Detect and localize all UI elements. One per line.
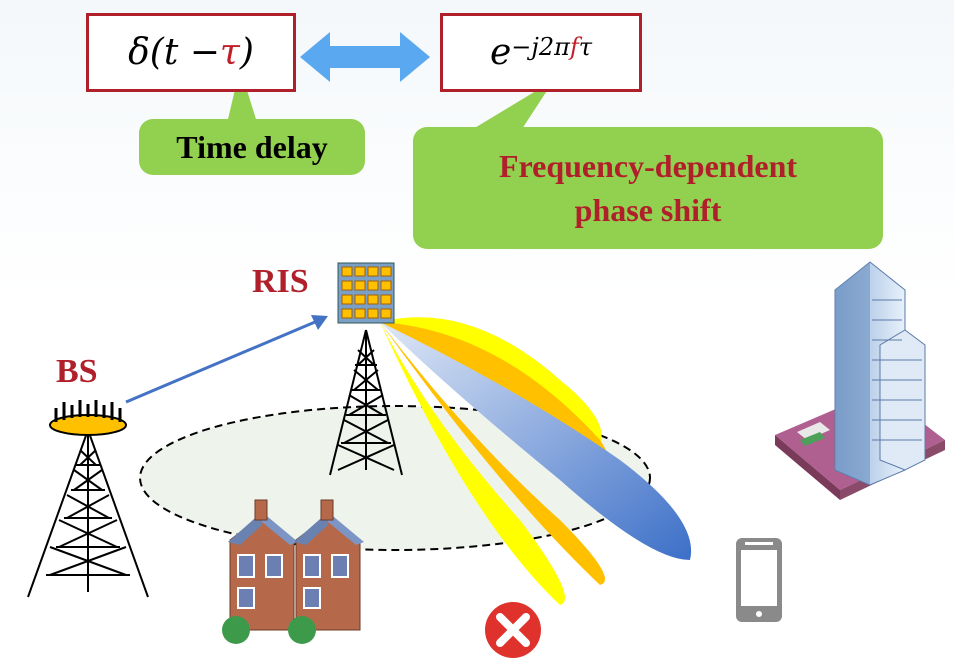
ris-panel <box>337 262 395 324</box>
label-ris: RIS <box>252 263 309 300</box>
formula-right-exp-prefix: −j2π <box>511 32 570 61</box>
formula-right-exp-suffix: τ <box>578 32 593 61</box>
bs-to-ris-arrow <box>125 315 328 404</box>
formula-time-domain: δ(t − τ) <box>86 13 296 92</box>
formula-right-f: f <box>569 32 579 61</box>
callout-time-pointer <box>225 68 260 132</box>
houses <box>222 499 364 644</box>
bs-antenna-array <box>49 400 127 436</box>
formula-left-tau: τ <box>219 32 240 73</box>
label-bs: BS <box>56 353 98 390</box>
beam-blue <box>380 322 692 560</box>
error-x-icon <box>485 602 541 658</box>
formula-left-prefix: δ(t − <box>128 32 220 73</box>
callout-time-delay: Time delay <box>139 119 365 175</box>
building-icon <box>775 261 945 500</box>
callout-time-text: Time delay <box>176 128 328 165</box>
phone-icon <box>736 538 782 622</box>
callout-frequency-phase: Frequency-dependent phase shift <box>413 127 883 249</box>
bs-tower <box>27 429 149 598</box>
formula-right-base: e <box>489 32 512 73</box>
callout-freq-line1: Frequency-dependent <box>498 148 798 184</box>
beam-orange-2 <box>380 322 605 585</box>
callout-freq-line2: phase shift <box>574 192 722 228</box>
ris-beams <box>380 317 692 605</box>
ris-tower <box>329 329 403 476</box>
beam-yellow-long <box>380 322 565 605</box>
formula-left-suffix: ) <box>239 32 254 73</box>
house-2 <box>288 499 364 644</box>
callout-freq-pointer <box>468 80 554 132</box>
formula-frequency-domain: e−j2πfτ <box>440 13 642 92</box>
double-arrow <box>300 32 430 82</box>
house-1 <box>222 499 298 644</box>
